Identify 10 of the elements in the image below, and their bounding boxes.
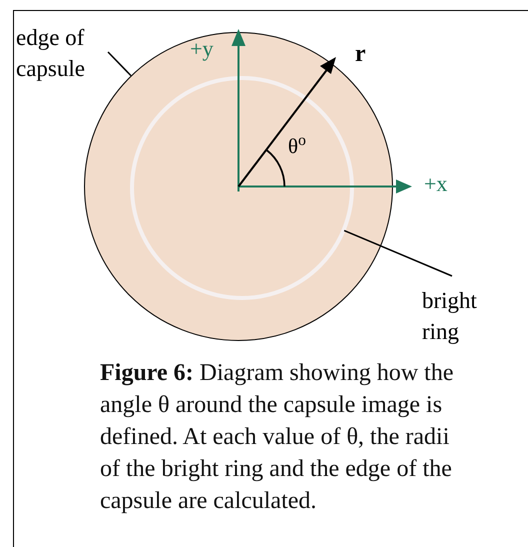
- leader-line: [107, 51, 132, 76]
- leader-line: [344, 230, 452, 277]
- axis-label: θ$^{o}$: [288, 136, 306, 157]
- axis-label: r: [355, 42, 366, 66]
- axis-label: +x: [424, 173, 448, 195]
- callout-label: bright ring: [422, 285, 512, 347]
- figure-caption: Figure 6: Diagram showing how the angle θ around the capsule image is defined. At each value of θ, the radii of the bright ring and the edge of the capsule are calculated.: [100, 359, 455, 516]
- axis-label: +y: [190, 38, 214, 60]
- bright-ring: [130, 76, 354, 300]
- callout-label: edge of capsule: [16, 22, 116, 84]
